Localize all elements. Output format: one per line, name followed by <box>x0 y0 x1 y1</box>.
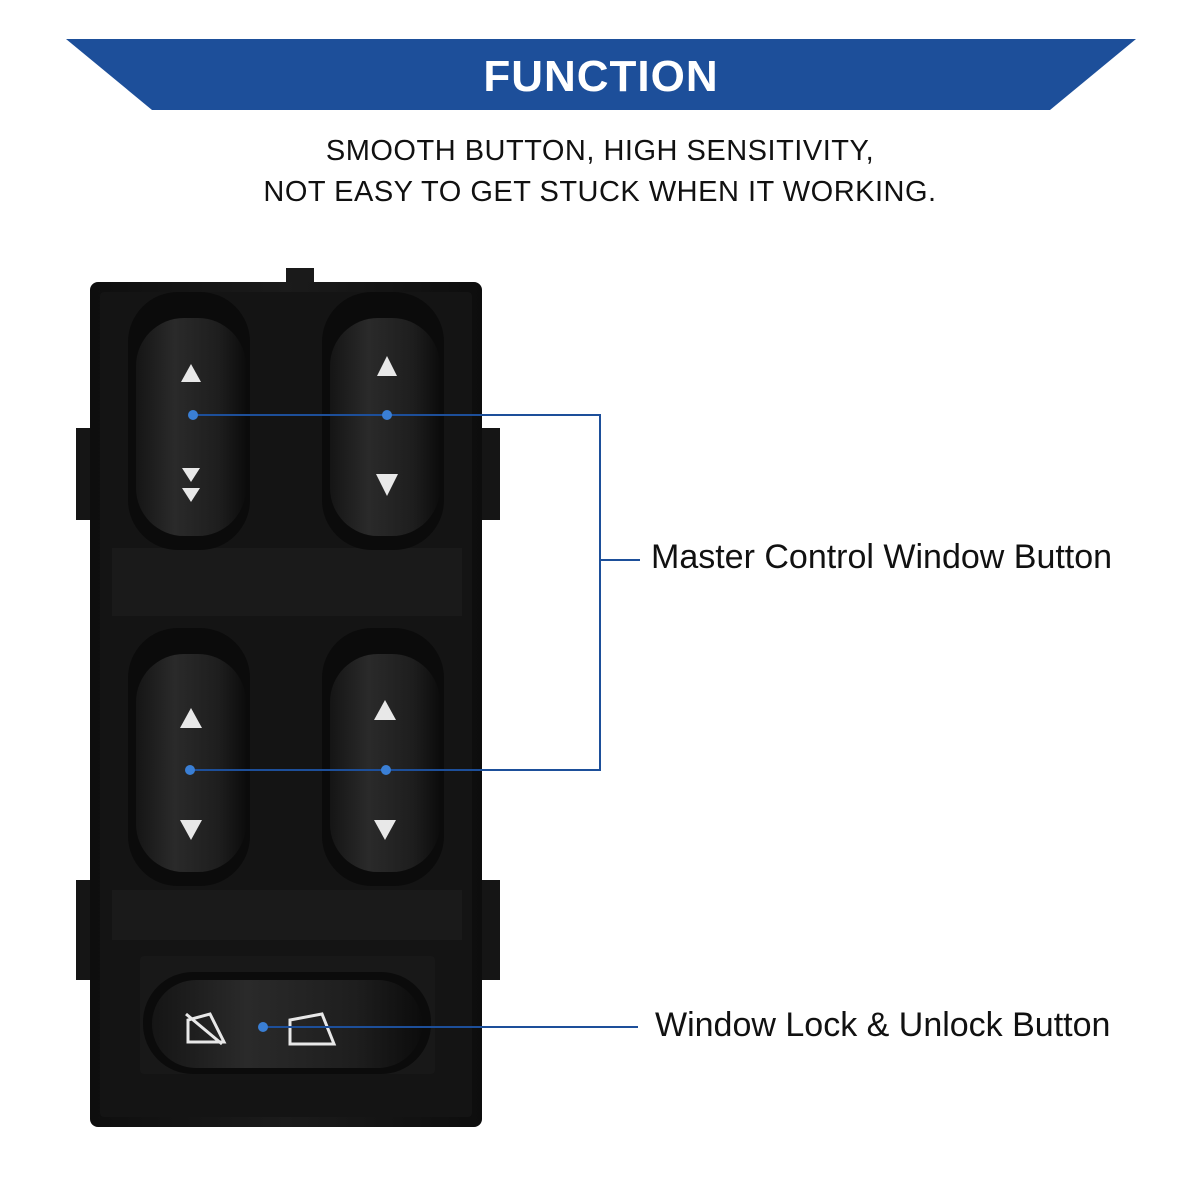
banner-title: FUNCTION <box>483 52 719 101</box>
lock-window-icon <box>185 1012 227 1046</box>
button-front-left[interactable] <box>128 292 250 550</box>
window-lock-label: Window Lock & Unlock Button <box>655 1006 1111 1044</box>
down-arrow-icon <box>376 474 398 496</box>
up-arrow-icon <box>374 700 396 720</box>
function-banner: FUNCTION <box>66 39 1136 110</box>
up-arrow-icon <box>180 708 202 728</box>
description-line-2: NOT EASY TO GET STUCK WHEN IT WORKING. <box>263 176 937 208</box>
down-arrow-icon <box>180 820 202 840</box>
button-rear-left[interactable] <box>128 628 250 886</box>
up-arrow-icon <box>377 356 397 376</box>
window-lock-button[interactable] <box>143 972 431 1074</box>
button-rear-right[interactable] <box>322 628 444 886</box>
down-arrow-icon <box>374 820 396 840</box>
master-control-label: Master Control Window Button <box>651 538 1113 576</box>
button-front-right[interactable] <box>322 292 444 550</box>
banner-shape <box>66 39 1136 110</box>
description-line-1: SMOOTH BUTTON, HIGH SENSITIVITY, <box>325 135 875 167</box>
callout-dots <box>185 410 392 1032</box>
up-arrow-icon <box>181 364 201 382</box>
double-down-arrow-icon <box>182 468 200 482</box>
callout-lines <box>193 414 640 1028</box>
